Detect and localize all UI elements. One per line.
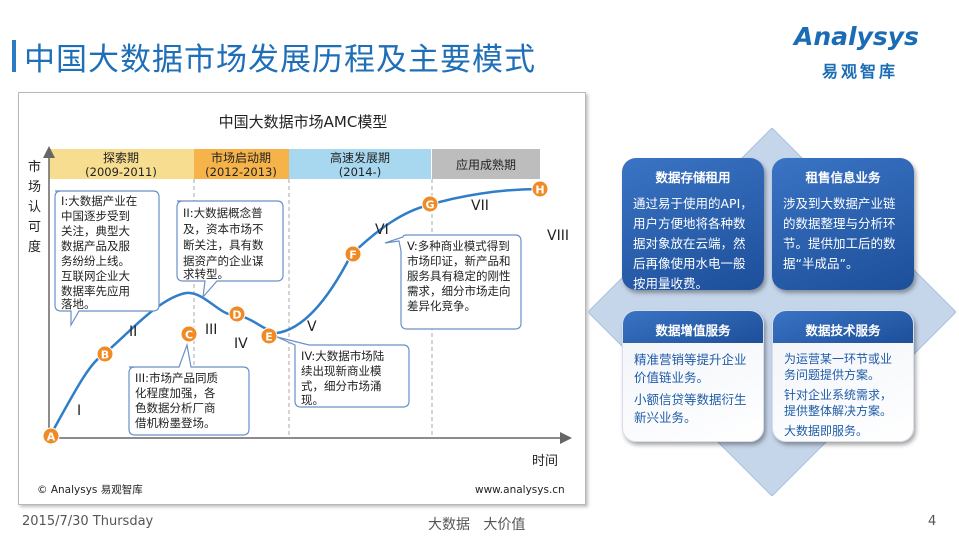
point-h: H	[531, 180, 549, 198]
y-axis-label: 市场认可度	[28, 159, 41, 255]
point-a: A	[42, 427, 60, 445]
mode-title-tech-services: 数据技术服务	[773, 311, 913, 343]
chart-copyright: © Analysys 易观智库	[37, 483, 143, 496]
svg-text:I:大数据产业在 中国逐步受到: I:大数据产业在 中国逐步受到 关注，典型大 数据产品及服 务纷纷上线。 互联网…	[61, 194, 141, 311]
phase-label-growth: 高速发展期	[330, 150, 390, 165]
footer-date: 2015/7/30 Thursday	[22, 514, 154, 529]
footer-slogan: 大数据 大价值	[428, 517, 526, 533]
point-d: D	[228, 305, 246, 323]
amc-chart-frame: 中国大数据市场AMC模型 探索期 (2009-2011) 市场启动期 (2012…	[18, 92, 586, 505]
mode-title-info-leasing: 租售信息业务	[805, 170, 881, 185]
phase-band-mature	[432, 149, 540, 179]
mode-body-tech-services-1: 为运营某一环节或业务问题提供方案。	[784, 352, 893, 382]
mode-card-data-storage: 数据存储租用 通过易于使用的API，用户方便地将各种数据对象放在云端，然后再像使…	[622, 158, 764, 291]
point-e: E	[260, 327, 278, 345]
mode-title-value-added: 数据增值服务	[623, 311, 763, 343]
mode-body-value-added-1: 精准营销等提升企业价值链业务。	[634, 352, 747, 385]
svg-text:II:大数据概念普 及，资本市场不: II:大数据概念普 及，资本市场不 断关注，具有数 据资产的企业谋 求转型。	[183, 206, 267, 281]
svg-text:V:多种商业模式得到 市场印证，新产品和: V:多种商业模式得到 市场印证，新产品和 服务具有稳定的刚性 需求，细分市场走向…	[407, 239, 514, 313]
svg-text:E: E	[265, 331, 273, 344]
svg-text:D: D	[232, 309, 241, 322]
stage-label-i: I	[77, 403, 81, 419]
point-b: B	[96, 345, 114, 363]
phase-band-launch	[194, 149, 289, 179]
stage-label-iii: III	[205, 322, 217, 338]
mode-title-data-storage: 数据存储租用	[655, 170, 731, 185]
callout-stage-iv: IV:大数据市场陆 续出现新商业模 式，细分市场涌 现。	[276, 336, 410, 408]
point-f: F	[344, 245, 362, 263]
stage-label-viii: VIII	[547, 228, 569, 244]
svg-text:C: C	[185, 329, 193, 342]
stage-label-vi: VI	[375, 222, 389, 238]
phase-band-exploration	[49, 149, 194, 179]
mode-card-value-added: 数据增值服务 精准营销等提升企业价值链业务。 小额信贷等数据衍生新兴业务。	[622, 310, 764, 442]
phase-years-exploration: (2009-2011)	[85, 165, 157, 179]
phase-band-growth	[289, 149, 431, 179]
business-modes-diagram: 数据存储租用 通过易于使用的API，用户方便地将各种数据对象放在云端，然后再像使…	[588, 128, 956, 496]
mode-card-tech-services: 数据技术服务 为运营某一环节或业务问题提供方案。 针对企业系统需求，提供整体解决…	[772, 310, 914, 442]
page-title: 中国大数据市场发展历程及主要模式	[24, 42, 536, 78]
mode-body-value-added-2: 小额信贷等数据衍生新兴业务。	[634, 392, 747, 425]
callout-stage-ii: II:大数据概念普 及，资本市场不 断关注，具有数 据资产的企业谋 求转型。	[176, 200, 284, 299]
chart-website: www.analysys.cn	[475, 484, 565, 496]
x-axis-label: 时间	[532, 454, 558, 469]
svg-text:B: B	[101, 349, 109, 362]
svg-text:IV:大数据市场陆 续出现新商业模: IV:大数据市场陆 续出现新商业模 式，细分市场涌 现。	[301, 349, 388, 407]
amc-chart: 中国大数据市场AMC模型 探索期 (2009-2011) 市场启动期 (2012…	[28, 113, 572, 496]
stage-label-iv: IV	[234, 336, 248, 352]
mode-body-tech-services-2: 针对企业系统需求，提供整体解决方案。	[784, 388, 893, 418]
stage-label-v: V	[307, 319, 317, 335]
svg-text:G: G	[425, 199, 434, 212]
mode-body-tech-services-3: 大数据即服务。	[784, 424, 869, 438]
svg-text:III:市场产品同质 化程度加强，各: III:市场产品同质 化程度加强，各 色数据分析厂商 借机粉墨登场。	[135, 371, 222, 430]
title-accent-bar	[12, 40, 16, 72]
logo-subtitle: 易观智库	[822, 62, 899, 81]
phase-label-exploration: 探索期	[103, 151, 139, 165]
page-number: 4	[928, 514, 937, 529]
svg-text:H: H	[535, 184, 544, 197]
stage-label-ii: II	[129, 324, 137, 340]
analysys-logo: Analysys 易观智库	[790, 22, 940, 84]
mode-card-info-leasing: 租售信息业务 涉及到大数据产业链的数据整理与分析环节。提供加工后的数据“半成品”…	[772, 158, 914, 290]
logo-wordmark: Analysys	[794, 22, 919, 51]
point-g: G	[421, 195, 439, 213]
callout-stage-iii: III:市场产品同质 化程度加强，各 色数据分析厂商 借机粉墨登场。	[128, 342, 250, 436]
svg-text:F: F	[349, 249, 357, 262]
stage-label-vii: VII	[471, 198, 489, 214]
chart-title: 中国大数据市场AMC模型	[219, 113, 388, 131]
callout-stage-v: V:多种商业模式得到 市场印证，新产品和 服务具有稳定的刚性 需求，细分市场走向…	[384, 234, 522, 330]
mode-body-info-leasing: 涉及到大数据产业链的数据整理与分析环节。提供加工后的数据“半成品”。	[783, 196, 896, 271]
callout-stage-i: I:大数据产业在 中国逐步受到 关注，典型大 数据产品及服 务纷纷上线。 互联网…	[54, 190, 160, 328]
phase-years-growth: (2014-)	[339, 165, 381, 179]
phase-label-mature: 应用成熟期	[456, 157, 516, 172]
svg-text:A: A	[47, 431, 56, 444]
mode-body-data-storage: 通过易于使用的API，用户方便地将各种数据对象放在云端，然后再像使用水电一般按用…	[633, 196, 753, 291]
phase-label-launch: 市场启动期	[211, 150, 271, 165]
point-c: C	[180, 325, 198, 343]
phase-years-launch: (2012-2013)	[205, 165, 277, 179]
